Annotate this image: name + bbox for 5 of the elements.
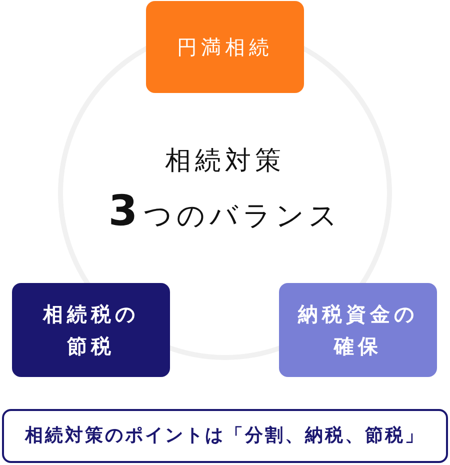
topic-box: 納税資金の確保 — [279, 283, 437, 377]
topic-box: 円満相続 — [146, 1, 304, 93]
topic-box: 相続税の節税 — [12, 283, 170, 377]
heading-text: 相続対策 — [165, 146, 285, 178]
summary-box: 相続対策のポイントは「分割、納税、節税」 — [2, 409, 448, 463]
